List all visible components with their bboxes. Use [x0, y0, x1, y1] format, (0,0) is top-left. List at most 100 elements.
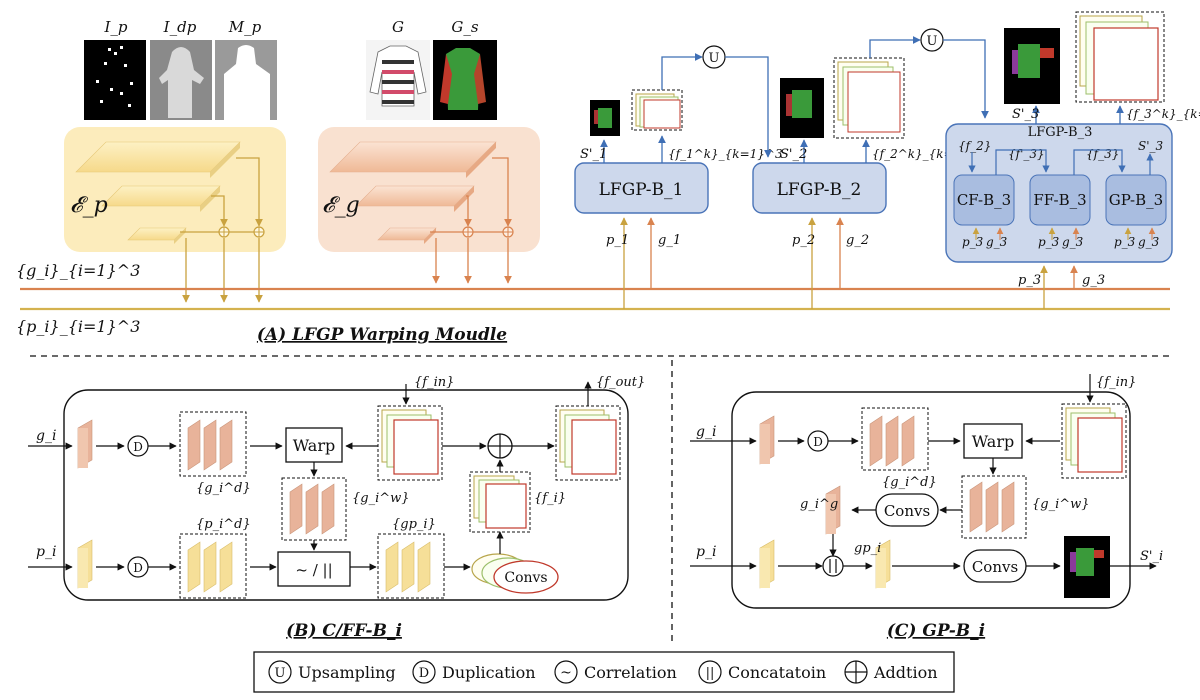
svg-text:CF-B_3: CF-B_3 — [957, 191, 1011, 209]
feature-rails: {g_i}_{i=1}^3 {p_i}_{i=1}^3 — [16, 261, 1170, 336]
svg-text:Convs: Convs — [504, 570, 547, 586]
svg-text:{f_in}: {f_in} — [1096, 375, 1136, 390]
gp-block — [1105, 174, 1167, 226]
mask-figure — [224, 45, 270, 120]
legend-addition-label: Addtion — [873, 663, 938, 682]
label-i-p: I_p — [103, 18, 127, 36]
lfgp-block-1 — [574, 162, 709, 214]
fin-flow-stack-c — [1061, 403, 1127, 479]
g1-label: g_1 — [658, 233, 681, 248]
lfgp-block-1-group: LFGP-B_1 p_1 g_1 S'_1 {f_1^k}_{k=1}^3 — [574, 53, 783, 309]
svg-text:g_3: g_3 — [986, 235, 1008, 249]
warp-box-c — [963, 423, 1023, 459]
svg-text:{g_i^w}: {g_i^w} — [1032, 497, 1090, 512]
fout-flow-stack-b — [555, 405, 621, 481]
svg-text:g_3: g_3 — [1082, 273, 1105, 288]
s1-label: S'_1 — [580, 147, 607, 162]
encoder-p-layer-1-side — [210, 142, 240, 178]
svg-text:{p_i^d}: {p_i^d} — [196, 517, 251, 532]
svg-text:g_i: g_i — [696, 424, 716, 440]
legend-upsample-symbol — [268, 660, 292, 684]
f2-flow-stack — [833, 57, 905, 139]
warp-box-b — [285, 427, 343, 463]
g2-label: g_2 — [846, 233, 869, 248]
pose-keypoints — [96, 46, 133, 107]
striped-sweater — [369, 45, 427, 107]
svg-text:D: D — [419, 666, 429, 681]
svg-text:FF-B_3: FF-B_3 — [1033, 191, 1086, 209]
garment-encoder: 𝓔_g — [318, 127, 540, 284]
svg-text:U: U — [927, 34, 938, 49]
encoder-p-label: 𝓔_p — [70, 193, 108, 218]
lfgp-block-3-group: LFGP-B_3 CF-B_3 FF-B_3 GP-B_3 {f_2} {f'_… — [945, 11, 1200, 309]
svg-text:{f_out}: {f_out} — [596, 375, 645, 390]
fin-flow-stack-b — [377, 405, 443, 481]
svg-text:{g_i^d}: {g_i^d} — [196, 481, 251, 496]
svg-text:p_3: p_3 — [1038, 235, 1060, 249]
lfgp-block-1-label: LFGP-B_1 — [599, 180, 684, 200]
svg-text:S'_i: S'_i — [1140, 549, 1163, 564]
f1-label: {f_1^k}_{k=1}^3 — [668, 147, 783, 161]
legend-frame — [253, 651, 955, 693]
section-b-caption: (B) C/FF-B_i — [286, 621, 402, 641]
svg-text:Warp: Warp — [293, 436, 335, 455]
label-m-p: M_p — [228, 18, 262, 36]
g-rail-label: {g_i}_{i=1}^3 — [16, 261, 140, 280]
svg-text:Warp: Warp — [972, 432, 1014, 451]
svg-text:p_3: p_3 — [1114, 235, 1136, 249]
svg-text:{gp_i}: {gp_i} — [392, 517, 436, 532]
legend-concatenation-label: Concatatoin — [728, 663, 826, 682]
legend-upsampling-label: Upsampling — [298, 663, 396, 682]
svg-text:{g_i^d}: {g_i^d} — [882, 475, 937, 490]
section-c-caption: (C) GP-B_i — [887, 621, 985, 641]
svg-text:{f_3}: {f_3} — [1086, 147, 1119, 161]
section-c-frame — [731, 391, 1131, 609]
svg-text:GP-B_3: GP-B_3 — [1109, 191, 1163, 209]
svg-text:~ / ||: ~ / || — [295, 561, 332, 579]
label-g-s: G_s — [451, 18, 478, 36]
label-g: G — [392, 18, 404, 36]
section-a-caption: (A) LFGP Warping Moudle — [257, 325, 507, 345]
p2-label: p_2 — [792, 233, 815, 248]
label-i-dp: I_dp — [163, 18, 197, 36]
seg-left-sleeve — [440, 54, 452, 104]
section-c: g_i p_i D {g_i^d} Warp {f_in} {g_i — [690, 374, 1163, 641]
svg-text:{g_i^w}: {g_i^w} — [352, 491, 410, 506]
cf-block — [953, 174, 1015, 226]
svg-text:D: D — [133, 440, 143, 454]
lfgp-block-3-title: LFGP-B_3 — [1028, 125, 1093, 140]
legend-duplication-symbol — [412, 660, 436, 684]
corr-concat-box — [277, 551, 351, 587]
person-inputs: I_p I_dp M_p — [84, 18, 277, 120]
legend-correlation-label: Correlation — [584, 663, 677, 682]
svg-text:{f_i}: {f_i} — [534, 491, 566, 506]
upsample-node-1: U — [702, 45, 772, 158]
p-rail-label: {p_i}_{i=1}^3 — [16, 317, 140, 336]
svg-text:U: U — [275, 666, 286, 681]
svg-text:g_i^g: g_i^g — [800, 497, 838, 512]
svg-text:D: D — [813, 435, 823, 449]
svg-text:g_3: g_3 — [1062, 235, 1084, 249]
svg-text:p_i: p_i — [36, 544, 56, 560]
section-b-frame — [63, 389, 629, 601]
svg-text:p_i: p_i — [696, 544, 716, 560]
ff-block — [1029, 174, 1091, 226]
svg-text:S'_3: S'_3 — [1138, 139, 1164, 153]
garment-inputs: G G_s — [366, 18, 497, 120]
svg-text:~: ~ — [560, 665, 572, 681]
legend: U Upsampling D Duplication ~ Correlation… — [253, 651, 955, 693]
person-encoder: 𝓔_p — [64, 127, 286, 303]
svg-text:g_3: g_3 — [1138, 235, 1160, 249]
svg-text:Convs: Convs — [884, 502, 930, 520]
svg-text:||: || — [706, 666, 715, 681]
encoder-g-label: 𝓔_g — [322, 193, 360, 218]
svg-text:p_3: p_3 — [962, 235, 984, 249]
svg-text:{f_3^k}_{k=1}^3: {f_3^k}_{k=1}^3 — [1126, 107, 1200, 121]
svg-text:{f'_3}: {f'_3} — [1008, 147, 1045, 161]
legend-correlation-symbol — [554, 660, 578, 684]
lfgp-block-2-group: LFGP-B_2 p_2 g_2 S'_2 {f_2^k}_{k=1}^3 — [752, 36, 987, 309]
f3-flow-stack — [1075, 11, 1165, 103]
svg-text:p_3: p_3 — [1018, 273, 1041, 288]
p1-label: p_1 — [606, 233, 629, 248]
